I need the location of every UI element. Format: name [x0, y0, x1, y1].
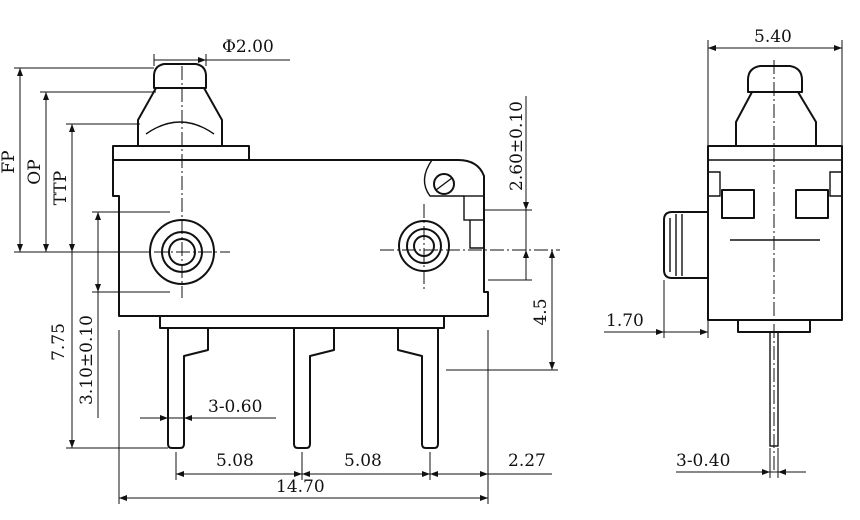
screw-slot — [435, 177, 453, 191]
label-pitch-2: 5.08 — [344, 451, 382, 471]
dia-label: Φ2.00 — [222, 37, 274, 57]
dim-3-10-arrows — [95, 212, 101, 292]
label-7-75: 7.75 — [49, 323, 69, 361]
terminal-3 — [397, 328, 439, 449]
terminal-2 — [293, 328, 335, 449]
dim-7-75-arrow — [69, 440, 75, 448]
side-actuator-cap — [747, 65, 803, 93]
label-offset: 1.70 — [606, 311, 644, 331]
thick-arrows — [762, 469, 786, 475]
side-view: 5.40 1.70 3-0.40 — [604, 27, 843, 478]
actuator-arc — [145, 121, 215, 135]
op-label: OP — [25, 159, 45, 184]
label-overall: 14.70 — [276, 477, 325, 497]
screw-head — [433, 173, 455, 195]
pin-block — [463, 195, 485, 221]
label-3-0-60: 3-0.60 — [208, 397, 262, 417]
bottom-plate — [159, 315, 445, 329]
corner-curve — [423, 159, 464, 197]
label-3-10: 3.10±0.10 — [77, 315, 97, 405]
side-boss-threads — [669, 214, 683, 276]
side-right-notch — [829, 171, 842, 197]
side-window-left — [721, 189, 755, 219]
terminal-1 — [167, 328, 209, 449]
front-view: Φ2.00 FP OP TTP 7.75 3.10±0.10 2.60±0.10 — [0, 37, 560, 504]
ttp-label: TTP — [51, 171, 71, 205]
label-thickness: 3-0.40 — [676, 451, 730, 471]
top-plate — [112, 145, 250, 161]
label-edge-offset: 2.27 — [508, 451, 546, 471]
label-pitch-1: 5.08 — [216, 451, 254, 471]
dia-arrow — [198, 57, 206, 63]
label-2-60: 2.60±0.10 — [507, 101, 527, 191]
pitch-arrows — [176, 471, 488, 477]
side-body — [707, 145, 843, 321]
actuator-stem — [137, 87, 223, 147]
dim-3-0-60-arrows — [160, 415, 192, 421]
label-4-5: 4.5 — [531, 298, 551, 325]
label-width: 5.40 — [754, 27, 792, 47]
side-left-notch — [708, 171, 721, 197]
side-actuator-stem — [735, 91, 817, 147]
side-window-right — [795, 189, 829, 219]
actuator-cap — [153, 63, 207, 89]
fp-label: FP — [0, 150, 19, 173]
switch-body — [112, 159, 489, 317]
pin-block-step — [469, 220, 484, 249]
side-boss — [663, 211, 708, 279]
